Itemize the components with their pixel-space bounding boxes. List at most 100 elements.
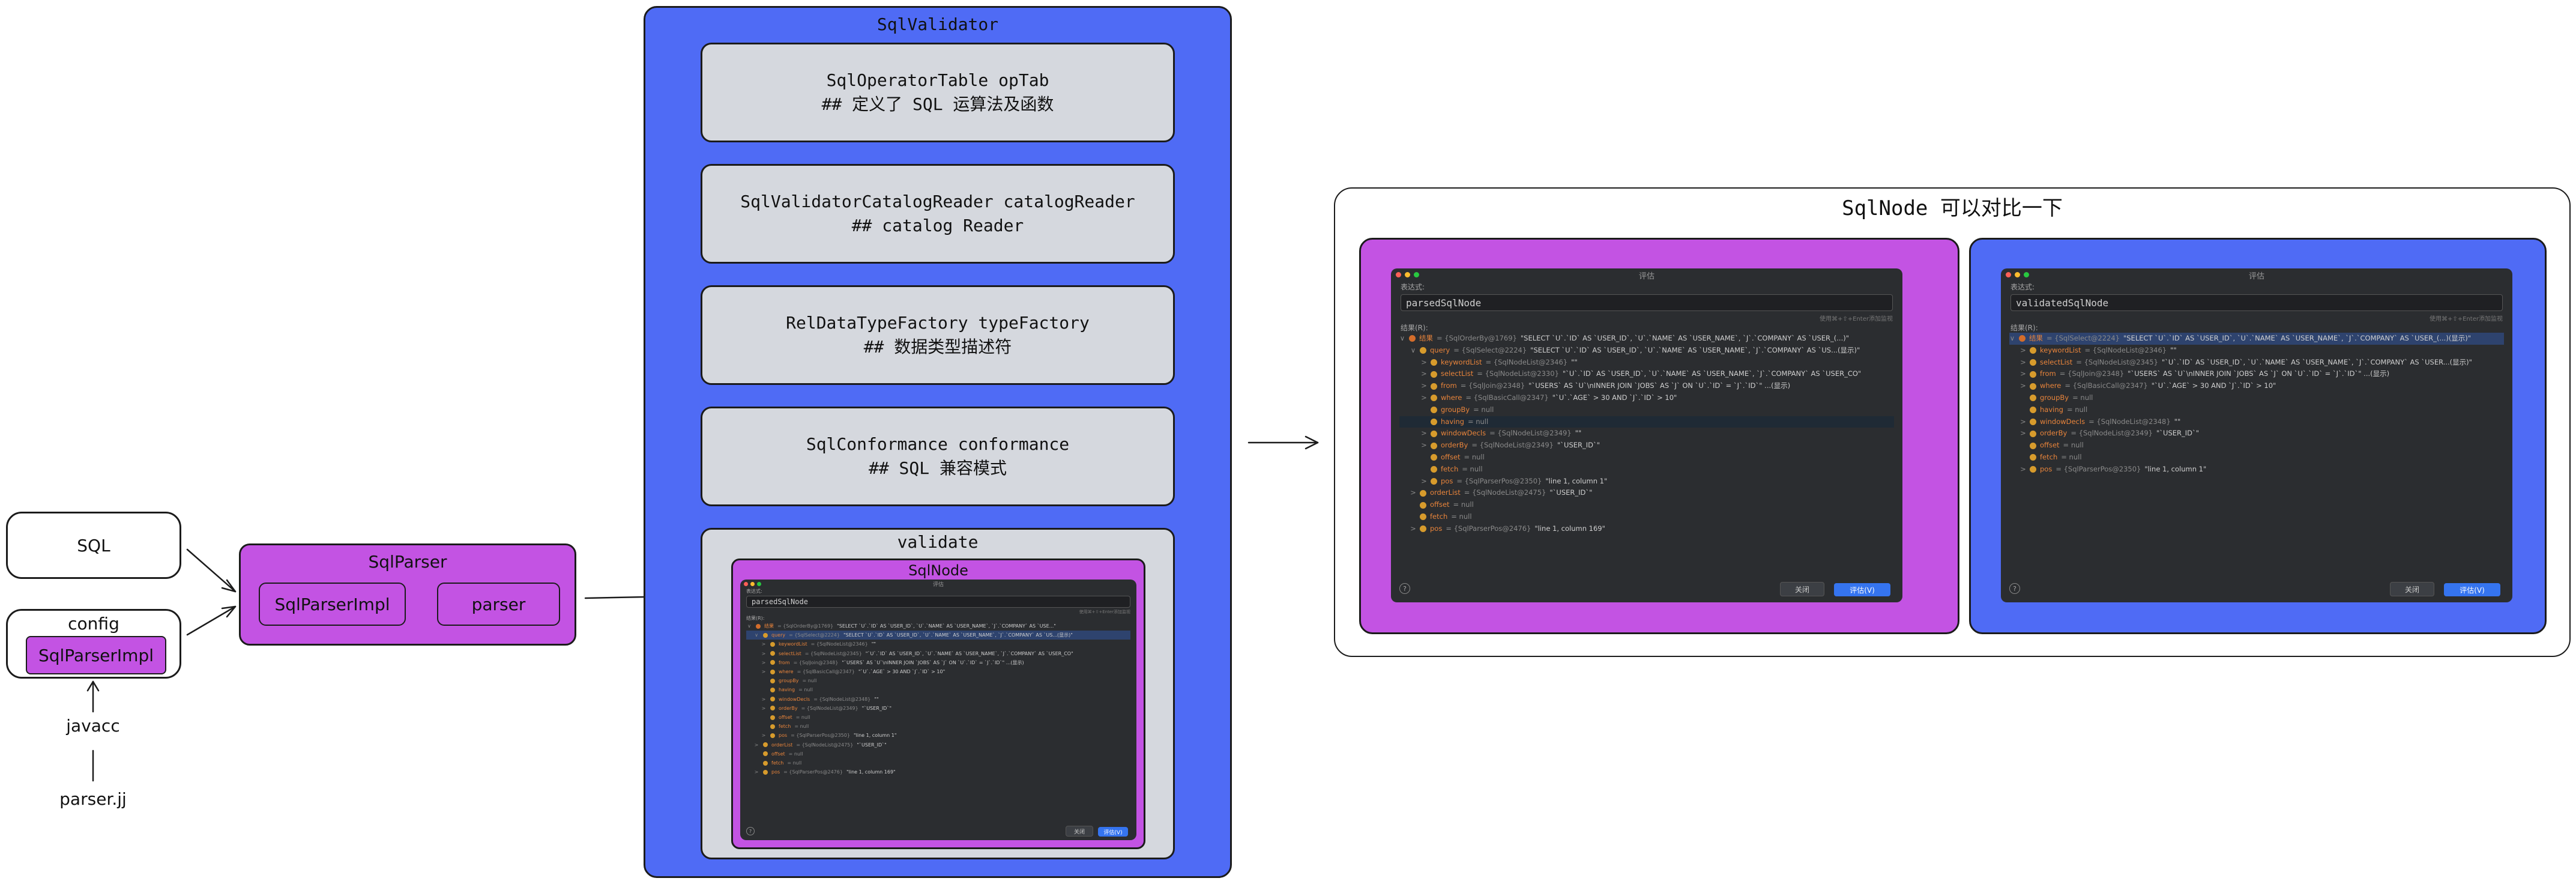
expand-toggle-icon[interactable]: > bbox=[1421, 476, 1427, 485]
tree-row[interactable]: >from= {SqlJoin@2348}"`USERS` AS `U`\nIN… bbox=[746, 658, 1130, 667]
tree-row[interactable]: >from= {SqlJoin@2348}"`USERS` AS `U`\nIN… bbox=[2009, 368, 2504, 380]
tree-row[interactable]: groupBy= null bbox=[2009, 392, 2504, 404]
field-icon bbox=[2030, 430, 2036, 437]
zoom-dot-icon[interactable] bbox=[757, 582, 761, 586]
expand-toggle-icon[interactable]: > bbox=[1421, 441, 1427, 450]
tree-row[interactable]: groupBy= null bbox=[746, 676, 1130, 685]
expand-toggle-icon[interactable]: > bbox=[2020, 381, 2026, 390]
tree-row[interactable]: offset= null bbox=[746, 713, 1130, 722]
tree-row[interactable]: >orderList= {SqlNodeList@2475}"`USER_ID`… bbox=[1399, 487, 1894, 499]
expression-input[interactable]: parsedSqlNode bbox=[746, 596, 1130, 608]
tree-row[interactable]: >pos= {SqlParserPos@2350}"line 1, column… bbox=[1399, 476, 1894, 488]
expand-toggle-icon[interactable]: > bbox=[1421, 357, 1427, 366]
tree-row[interactable]: fetch= null bbox=[2009, 452, 2504, 464]
tree-row[interactable]: >windowDecls= {SqlNodeList@2348}"" bbox=[2009, 416, 2504, 428]
zoom-dot-icon[interactable] bbox=[1414, 272, 1419, 277]
close-button[interactable]: 关闭 bbox=[1066, 826, 1093, 837]
tree-row[interactable]: >keywordList= {SqlNodeList@2346}"" bbox=[746, 640, 1130, 649]
expand-toggle-icon[interactable]: ∨ bbox=[1399, 334, 1405, 342]
tree-row[interactable]: ∨query= {SqlSelect@2224}"SELECT `U`.`ID`… bbox=[1399, 345, 1894, 357]
tree-row[interactable]: fetch= null bbox=[1399, 511, 1894, 523]
tree-row[interactable]: having= null bbox=[1399, 416, 1894, 428]
tree-row-value: "" bbox=[1571, 357, 1578, 366]
expand-toggle-icon[interactable]: > bbox=[2020, 369, 2026, 378]
tree-row[interactable]: >where= {SqlBasicCall@2347}"`U`.`AGE` > … bbox=[2009, 380, 2504, 392]
tree-row[interactable]: fetch= null bbox=[746, 758, 1130, 767]
tree-row[interactable]: having= null bbox=[2009, 404, 2504, 416]
tree-row[interactable]: having= null bbox=[746, 685, 1130, 694]
expand-toggle-icon[interactable]: > bbox=[1421, 381, 1427, 390]
expand-toggle-icon[interactable]: > bbox=[761, 650, 766, 656]
tree-row[interactable]: >from= {SqlJoin@2348}"`USERS` AS `U`\nIN… bbox=[1399, 380, 1894, 392]
tree-row[interactable]: ∨结果= {SqlSelect@2224}"SELECT `U`.`ID` AS… bbox=[2009, 333, 2504, 345]
expand-toggle-icon[interactable]: ∨ bbox=[1410, 345, 1416, 354]
expand-toggle-icon[interactable]: > bbox=[1421, 393, 1427, 402]
evaluate-button[interactable]: 评估(V) bbox=[1098, 827, 1128, 837]
expression-input[interactable]: validatedSqlNode bbox=[2010, 294, 2503, 311]
expand-toggle-icon[interactable]: > bbox=[761, 705, 766, 711]
tree-row[interactable]: groupBy= null bbox=[1399, 404, 1894, 416]
expression-input[interactable]: parsedSqlNode bbox=[1401, 294, 1893, 311]
tree-row[interactable]: >windowDecls= {SqlNodeList@2349}"" bbox=[1399, 428, 1894, 440]
expand-toggle-icon[interactable]: > bbox=[2020, 464, 2026, 473]
tree-row[interactable]: >where= {SqlBasicCall@2347}"`U`.`AGE` > … bbox=[1399, 392, 1894, 404]
expand-toggle-icon[interactable]: > bbox=[754, 742, 759, 748]
expand-toggle-icon[interactable]: > bbox=[761, 641, 766, 647]
expand-toggle-icon[interactable]: > bbox=[761, 659, 766, 665]
tree-row[interactable]: offset= null bbox=[746, 749, 1130, 758]
tree-row[interactable]: >orderBy= {SqlNodeList@2349}"`USER_ID`" bbox=[1399, 440, 1894, 452]
expand-toggle-icon[interactable]: > bbox=[1421, 369, 1427, 378]
tree-row[interactable]: >selectList= {SqlNodeList@2345}"`U`.`ID`… bbox=[2009, 357, 2504, 369]
help-icon[interactable]: ? bbox=[746, 827, 755, 835]
help-icon[interactable]: ? bbox=[2009, 583, 2020, 594]
expand-toggle-icon[interactable]: > bbox=[761, 733, 766, 739]
expand-toggle-icon[interactable]: > bbox=[2020, 417, 2026, 426]
close-dot-icon[interactable] bbox=[1396, 272, 1401, 277]
expand-toggle-icon[interactable]: > bbox=[2020, 357, 2026, 366]
minimize-dot-icon[interactable] bbox=[750, 582, 755, 586]
expand-toggle-icon[interactable]: ∨ bbox=[755, 632, 758, 638]
expand-toggle-icon[interactable]: > bbox=[1410, 524, 1416, 533]
expand-toggle-icon[interactable]: > bbox=[2020, 345, 2026, 354]
help-icon[interactable]: ? bbox=[1399, 583, 1410, 594]
tree-row[interactable]: >orderBy= {SqlNodeList@2349}"`USER_ID`" bbox=[746, 704, 1130, 713]
close-dot-icon[interactable] bbox=[2006, 272, 2011, 277]
tree-row[interactable]: >orderBy= {SqlNodeList@2349}"`USER_ID`" bbox=[2009, 428, 2504, 440]
tree-row[interactable]: fetch= null bbox=[746, 722, 1130, 731]
evaluate-button[interactable]: 评估(V) bbox=[2444, 583, 2500, 596]
tree-row[interactable]: >selectList= {SqlNodeList@2330}"`U`.`ID`… bbox=[1399, 368, 1894, 380]
tree-row[interactable]: >pos= {SqlParserPos@2350}"line 1, column… bbox=[746, 731, 1130, 740]
tree-row[interactable]: ∨结果= {SqlOrderBy@1769}"SELECT `U`.`ID` A… bbox=[746, 622, 1130, 631]
minimize-dot-icon[interactable] bbox=[2015, 272, 2020, 277]
expand-toggle-icon[interactable]: > bbox=[754, 769, 759, 775]
expand-toggle-icon[interactable]: ∨ bbox=[747, 623, 751, 629]
tree-row[interactable]: >orderList= {SqlNodeList@2475}"`USER_ID`… bbox=[746, 740, 1130, 749]
expand-toggle-icon[interactable]: ∨ bbox=[2009, 334, 2015, 342]
expand-toggle-icon[interactable]: > bbox=[2020, 429, 2026, 438]
expand-toggle-icon[interactable]: > bbox=[761, 669, 766, 675]
tree-row[interactable]: >pos= {SqlParserPos@2476}"line 1, column… bbox=[1399, 523, 1894, 535]
tree-row[interactable]: >keywordList= {SqlNodeList@2346}"" bbox=[1399, 357, 1894, 369]
expand-toggle-icon[interactable]: > bbox=[1410, 488, 1416, 497]
close-dot-icon[interactable] bbox=[744, 582, 748, 586]
tree-row[interactable]: >windowDecls= {SqlNodeList@2348}"" bbox=[746, 695, 1130, 704]
minimize-dot-icon[interactable] bbox=[1405, 272, 1410, 277]
tree-row[interactable]: >keywordList= {SqlNodeList@2346}"" bbox=[2009, 345, 2504, 357]
field-icon bbox=[770, 642, 775, 647]
tree-row[interactable]: ∨query= {SqlSelect@2224}"SELECT `U`.`ID`… bbox=[746, 631, 1130, 640]
expand-toggle-icon[interactable]: > bbox=[761, 696, 766, 702]
tree-row[interactable]: offset= null bbox=[1399, 452, 1894, 464]
tree-row[interactable]: fetch= null bbox=[1399, 464, 1894, 476]
tree-row[interactable]: ∨结果= {SqlOrderBy@1769}"SELECT `U`.`ID` A… bbox=[1399, 333, 1894, 345]
tree-row[interactable]: >pos= {SqlParserPos@2350}"line 1, column… bbox=[2009, 464, 2504, 476]
tree-row[interactable]: >where= {SqlBasicCall@2347}"`U`.`AGE` > … bbox=[746, 667, 1130, 676]
close-button[interactable]: 关闭 bbox=[2390, 582, 2434, 596]
expand-toggle-icon[interactable]: > bbox=[1421, 429, 1427, 438]
tree-row[interactable]: >selectList= {SqlNodeList@2345}"`U`.`ID`… bbox=[746, 649, 1130, 658]
tree-row[interactable]: >pos= {SqlParserPos@2476}"line 1, column… bbox=[746, 767, 1130, 777]
tree-row[interactable]: offset= null bbox=[2009, 440, 2504, 452]
zoom-dot-icon[interactable] bbox=[2024, 272, 2029, 277]
evaluate-button[interactable]: 评估(V) bbox=[1834, 583, 1890, 596]
tree-row[interactable]: offset= null bbox=[1399, 499, 1894, 511]
close-button[interactable]: 关闭 bbox=[1780, 582, 1824, 596]
